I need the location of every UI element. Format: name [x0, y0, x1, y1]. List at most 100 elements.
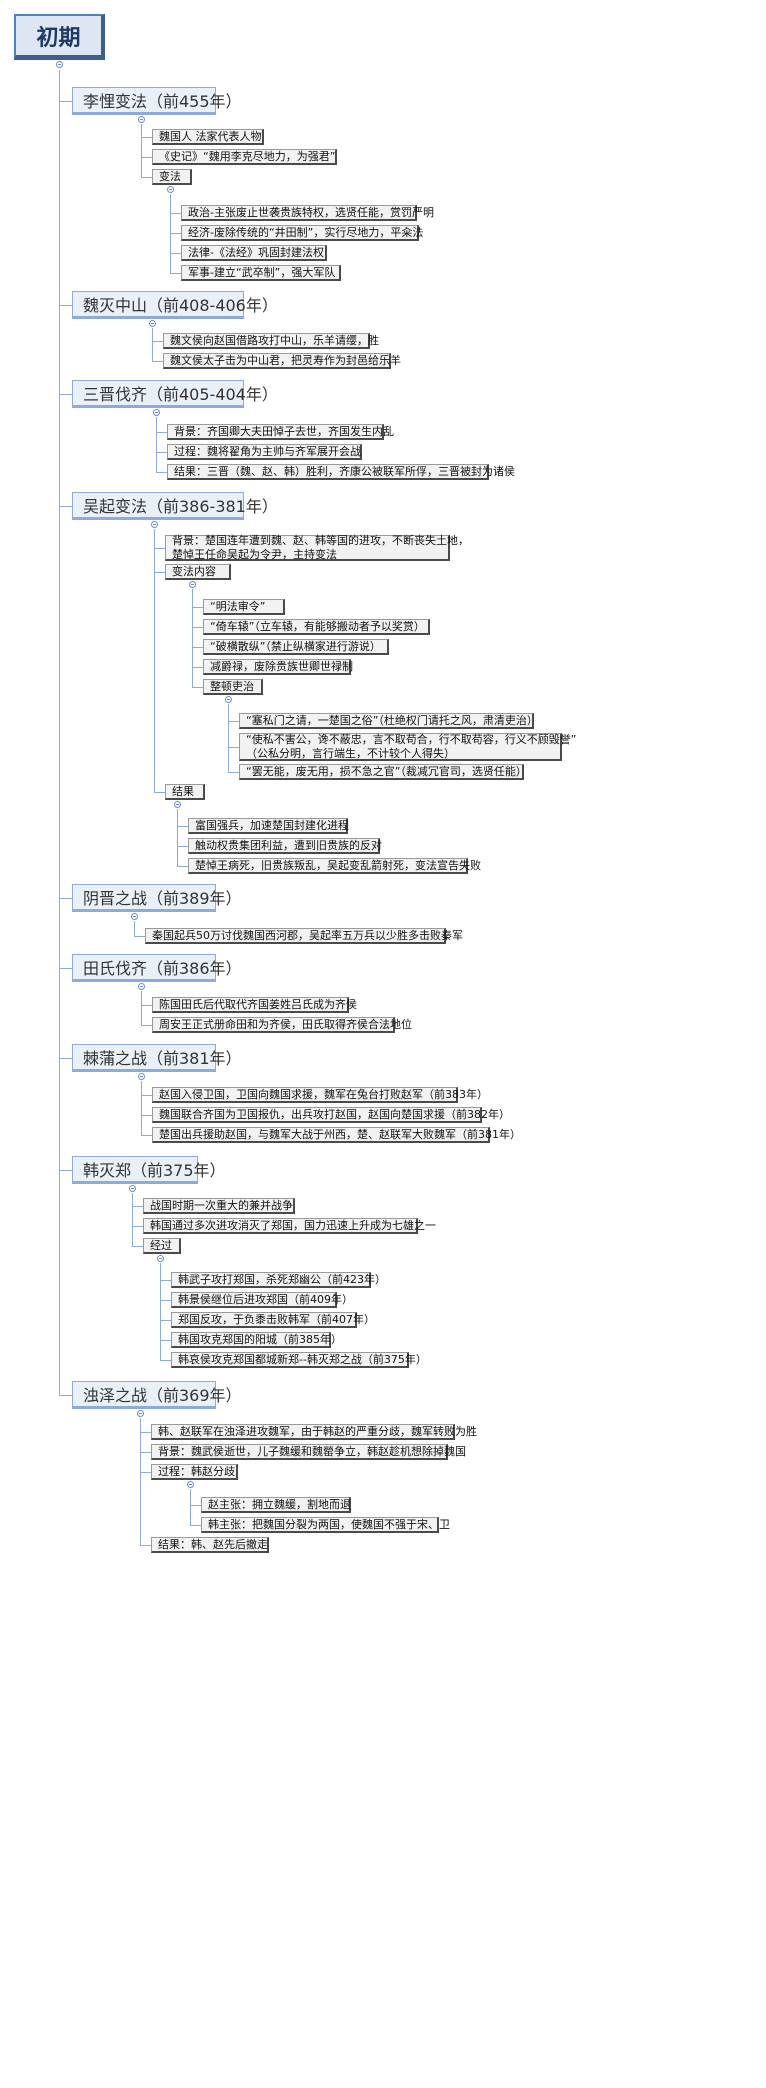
topic-node[interactable]: “破横散纵”（禁止纵横家进行游说）	[203, 639, 389, 655]
topic-node[interactable]: “罢无能，废无用，损不急之官”（裁减冗官司，选贤任能）	[239, 764, 527, 780]
topic-node[interactable]: 楚国出兵援助赵国，与魏军大战于州西，楚、赵联军大败魏军（前381年）	[152, 1127, 521, 1143]
section-collapse-toggle-icon[interactable]	[129, 1185, 136, 1192]
section-collapse-toggle-icon[interactable]	[138, 116, 145, 123]
topic-label: 背景：齐国卿大夫田悼子去世，齐国发生内乱	[174, 424, 394, 438]
section-collapse-toggle-icon[interactable]	[153, 409, 160, 416]
node-collapse-toggle-icon[interactable]	[174, 801, 181, 808]
topic-label: 经济-废除传统的“井田制”，实行尽地力，平籴法	[188, 225, 424, 239]
topic-node[interactable]: 韩主张：把魏国分裂为两国，使魏国不强于宋、卫	[201, 1517, 450, 1533]
topic-node[interactable]: 《史记》“魏用李克尽地力，为强君”	[152, 149, 337, 165]
branch-line	[141, 137, 152, 138]
topic-node[interactable]: 秦国起兵50万讨伐魏国西河郡，吴起率五万兵以少胜多击败秦军	[145, 928, 463, 944]
section-topic[interactable]: 韩灭郑（前375年）	[72, 1156, 226, 1184]
topic-node[interactable]: 韩武子攻打郑国，杀死郑幽公（前423年）	[171, 1272, 386, 1288]
node-collapse-toggle-icon[interactable]	[167, 186, 174, 193]
node-collapse-toggle-icon[interactable]	[189, 581, 196, 588]
topic-node[interactable]: 韩景侯继位后进攻郑国（前409年）	[171, 1292, 353, 1308]
topic-node[interactable]: “塞私门之请，一楚国之俗”（杜绝权门请托之风，肃清吏治）	[239, 713, 538, 729]
section-topic[interactable]: 棘蒲之战（前381年）	[72, 1044, 242, 1072]
section-collapse-toggle-icon[interactable]	[138, 1073, 145, 1080]
topic-node[interactable]: 魏文侯向赵国借路攻打中山，乐羊请缨，胜	[163, 333, 379, 349]
topic-label: “破横散纵”（禁止纵横家进行游说）	[210, 639, 381, 653]
section-collapse-toggle-icon[interactable]	[149, 320, 156, 327]
node-collapse-toggle-icon[interactable]	[157, 1255, 164, 1262]
topic-label: 背景：楚国连年遭到魏、赵、韩等国的进攻，不断丧失土地， 楚悼王任命吴起为令尹，主…	[172, 533, 469, 561]
topic-node[interactable]: 魏文侯太子击为中山君，把灵寿作为封邑给乐羊	[163, 353, 401, 369]
topic-label: “倚车辕”（立车辕，有能够搬动者予以奖赏）	[210, 619, 425, 633]
topic-node[interactable]: 触动权贵集团利益，遭到旧贵族的反对	[188, 838, 382, 854]
topic-node[interactable]: 军事-建立“武卒制”，强大军队	[181, 265, 341, 281]
topic-node[interactable]: 减爵禄，废除贵族世卿世禄制	[203, 659, 353, 675]
trunk-line	[59, 70, 60, 1395]
topic-label: 变法	[159, 169, 181, 183]
topic-label: 赵主张：拥立魏缓，割地而退	[208, 1497, 351, 1511]
topic-label: 韩、赵联军在浊泽进攻魏军，由于韩赵的严重分歧，魏军转败为胜	[158, 1424, 477, 1438]
section-topic[interactable]: 魏灭中山（前408-406年）	[72, 291, 278, 319]
topic-node[interactable]: 韩国攻克郑国的阳城（前385年）	[171, 1332, 342, 1348]
topic-node[interactable]: 赵国入侵卫国，卫国向魏国求援，魏军在兔台打败赵军（前383年）	[152, 1087, 488, 1103]
topic-node[interactable]: 郑国反攻，于负黍击败韩军（前407年）	[171, 1312, 375, 1328]
topic-node-group[interactable]: 结果	[165, 784, 205, 800]
topic-label: 富国强兵，加速楚国封建化进程	[195, 818, 349, 832]
trunk-branch-line	[59, 1170, 72, 1171]
topic-node[interactable]: 结果：三晋（魏、赵、韩）胜利，齐康公被联军所俘，三晋被封为诸侯	[167, 464, 515, 480]
topic-label: 过程：韩赵分歧	[158, 1464, 235, 1478]
topic-node[interactable]: 楚悼王病死，旧贵族叛乱，吴起变乱箭射死，变法宣告失败	[188, 858, 481, 874]
topic-label: “使私不害公，谗不蔽忠，言不取苟合，行不取苟容，行义不顾毁誉” （公私分明，言行…	[246, 732, 577, 760]
branch-line	[190, 1489, 191, 1525]
branch-line	[141, 124, 142, 177]
topic-node[interactable]: 陈国田氏后代取代齐国姜姓吕氏成为齐侯	[152, 997, 357, 1013]
section-topic[interactable]: 吴起变法（前386-381年）	[72, 492, 278, 520]
topic-node[interactable]: 背景：齐国卿大夫田悼子去世，齐国发生内乱	[167, 424, 394, 440]
branch-line	[152, 341, 163, 342]
topic-node[interactable]: “倚车辕”（立车辕，有能够搬动者予以奖赏）	[203, 619, 430, 635]
topic-node[interactable]: “明法审令”	[203, 599, 285, 615]
root-collapse-toggle-icon[interactable]	[56, 61, 63, 68]
section-topic[interactable]: 浊泽之战（前369年）	[72, 1381, 242, 1409]
trunk-branch-line	[59, 305, 72, 306]
branch-line	[132, 1246, 143, 1247]
topic-node-group[interactable]: 整顿吏治	[203, 679, 263, 695]
topic-node[interactable]: 法律-《法经》巩固封建法权	[181, 245, 327, 261]
section-topic[interactable]: 三晋伐齐（前405-404年）	[72, 380, 278, 408]
topic-node[interactable]: 战国时期一次重大的兼并战争	[143, 1198, 295, 1214]
topic-node[interactable]: 经济-废除传统的“井田制”，实行尽地力，平籴法	[181, 225, 423, 241]
topic-label: 法律-《法经》巩固封建法权	[188, 245, 324, 259]
topic-node[interactable]: 背景：楚国连年遭到魏、赵、韩等国的进攻，不断丧失土地， 楚悼王任命吴起为令尹，主…	[165, 534, 469, 561]
topic-node[interactable]: 魏国人 法家代表人物	[152, 129, 264, 145]
topic-node[interactable]: 周安王正式册命田和为齐侯，田氏取得齐侯合法地位	[152, 1017, 412, 1033]
topic-node-group[interactable]: 经过	[143, 1238, 181, 1254]
section-topic[interactable]: 阴晋之战（前389年）	[72, 884, 242, 912]
topic-node-group[interactable]: 变法内容	[165, 564, 231, 580]
topic-node[interactable]: 魏国联合齐国为卫国报仇，出兵攻打赵国，赵国向楚国求援（前382年）	[152, 1107, 510, 1123]
topic-node[interactable]: 富国强兵，加速楚国封建化进程	[188, 818, 349, 834]
topic-node[interactable]: “使私不害公，谗不蔽忠，言不取苟合，行不取苟容，行义不顾毁誉” （公私分明，言行…	[239, 733, 576, 761]
node-collapse-toggle-icon[interactable]	[225, 696, 232, 703]
section-topic[interactable]: 李悝变法（前455年）	[72, 87, 242, 115]
topic-node[interactable]: 背景：魏武侯逝世，儿子魏缓和魏罃争立，韩赵趁机想除掉魏国	[151, 1444, 466, 1460]
branch-line	[228, 704, 229, 772]
topic-node[interactable]: 韩哀侯攻克郑国都城新郑--韩灭郑之战（前375年）	[171, 1352, 427, 1368]
section-collapse-toggle-icon[interactable]	[137, 1410, 144, 1417]
topic-node[interactable]: 赵主张：拥立魏缓，割地而退	[201, 1497, 351, 1513]
section-collapse-toggle-icon[interactable]	[138, 983, 145, 990]
branch-line	[141, 1115, 152, 1116]
topic-node[interactable]: 政治-主张废止世袭贵族特权，选贤任能，赏罚严明	[181, 205, 434, 221]
section-collapse-toggle-icon[interactable]	[131, 913, 138, 920]
branch-line	[190, 1505, 201, 1506]
branch-line	[192, 607, 203, 608]
topic-node[interactable]: 过程：魏将翟角为主帅与齐军展开会战	[167, 444, 362, 460]
topic-node[interactable]: 结果：韩、赵先后撤走	[151, 1537, 269, 1553]
section-topic[interactable]: 田氏伐齐（前386年）	[72, 954, 242, 982]
section-collapse-toggle-icon[interactable]	[151, 521, 158, 528]
branch-line	[160, 1320, 171, 1321]
branch-line	[156, 432, 167, 433]
branch-line	[228, 721, 239, 722]
branch-line	[156, 417, 157, 472]
topic-node[interactable]: 韩、赵联军在浊泽进攻魏军，由于韩赵的严重分歧，魏军转败为胜	[151, 1424, 477, 1440]
topic-node-group[interactable]: 变法	[152, 169, 192, 185]
root-topic[interactable]: 初期	[14, 14, 105, 60]
topic-node[interactable]: 韩国通过多次进攻消灭了郑国，国力迅速上升成为七雄之一	[143, 1218, 436, 1234]
topic-node-group[interactable]: 过程：韩赵分歧	[151, 1464, 238, 1480]
node-collapse-toggle-icon[interactable]	[187, 1481, 194, 1488]
